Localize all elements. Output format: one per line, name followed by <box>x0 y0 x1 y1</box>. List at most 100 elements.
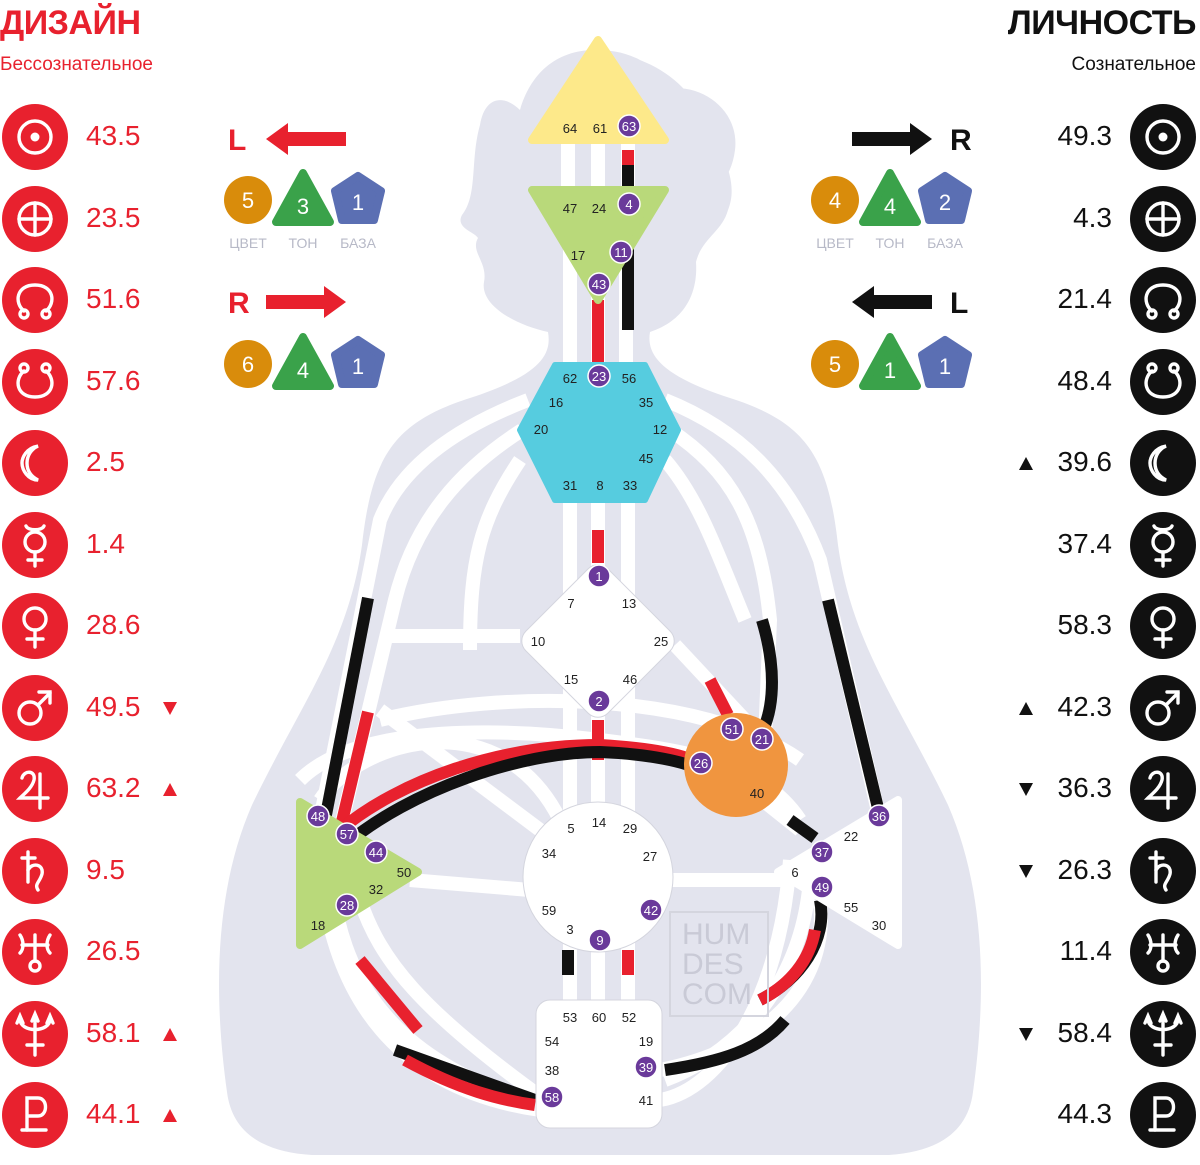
head-gate: 64 <box>563 121 577 136</box>
personality-value: 21.4 <box>1057 283 1113 314</box>
sun-icon <box>2 104 68 170</box>
design-subtitle: Бессознательное <box>0 54 153 75</box>
personality-value: 26.3 <box>1057 853 1113 885</box>
arrow-up-icon <box>1019 701 1033 715</box>
mars-icon <box>1130 674 1196 741</box>
personality-row-north-node: 21.4 <box>1000 267 1200 337</box>
design-top-arrow-icon <box>266 123 346 155</box>
arrow-down-icon <box>1019 1027 1033 1041</box>
ajna-gate: 11 <box>614 245 628 260</box>
design-top-base-value: 1 <box>352 190 364 215</box>
pluto-icon <box>1130 1082 1196 1148</box>
act-57-red <box>334 710 374 832</box>
saturn-icon <box>1130 837 1196 904</box>
g-gate: 10 <box>531 634 545 649</box>
design-row-moon: 2.5 <box>0 430 200 500</box>
active-gate-marker <box>587 364 611 388</box>
ch-50-27 <box>409 873 531 897</box>
design-bottom-arrow-label: R <box>228 287 250 320</box>
personality-top-tone-value: 4 <box>884 194 896 219</box>
design-top-color-shape <box>224 176 272 224</box>
act-40-37-black <box>786 815 819 843</box>
personality-value: 49.3 <box>1057 120 1113 151</box>
design-value: 23.5 <box>86 201 141 233</box>
personality-bottom-tone-value: 1 <box>884 358 896 383</box>
design-top-base-label: БАЗА <box>340 235 377 251</box>
sacral-gate: 59 <box>542 903 556 918</box>
sacral-gate: 34 <box>542 846 556 861</box>
arrow-up-icon <box>163 1109 177 1122</box>
personality-row-mars: 42.3 <box>1000 674 1200 745</box>
sacral-gate: 14 <box>592 815 606 830</box>
root-gate: 19 <box>639 1034 653 1049</box>
throat-gate: 12 <box>653 422 667 437</box>
personality-bottom-base-shape <box>918 336 972 388</box>
design-value: 28.6 <box>86 609 141 640</box>
personality-value: 58.3 <box>1057 609 1113 640</box>
spleen-gate: 44 <box>369 845 383 860</box>
design-bottom-color-value: 6 <box>242 352 254 377</box>
uranus-icon <box>1130 919 1196 985</box>
throat-gate: 33 <box>623 478 637 493</box>
sun-icon <box>1130 104 1196 170</box>
design-value: 51.6 <box>86 283 141 314</box>
personality-row-mercury: 37.4 <box>1000 511 1200 582</box>
design-value: 26.5 <box>86 935 141 966</box>
jupiter-icon <box>2 756 68 822</box>
personality-top-tone-label: ТОН <box>876 235 905 251</box>
spleen-gate: 57 <box>340 827 354 842</box>
ajna-gate: 24 <box>592 201 606 216</box>
act-36-black <box>822 598 884 810</box>
personality-row-neptune: 58.4 <box>1000 1000 1200 1071</box>
earth-icon <box>2 185 68 252</box>
saturn-icon <box>2 837 68 904</box>
personality-row-moon: 39.6 <box>1000 430 1200 500</box>
personality-bottom-tone-shape <box>859 333 921 390</box>
g-gate: 1 <box>595 569 602 584</box>
g-gate: 13 <box>622 596 636 611</box>
personality-title: ЛИЧНОСТЬ <box>1007 4 1197 42</box>
personality-top-arrow-icon <box>852 123 932 155</box>
active-gate-marker <box>587 564 611 588</box>
watermark-line-2: DES <box>682 948 744 981</box>
arrow-up-icon <box>163 1027 177 1041</box>
g-gate: 7 <box>567 596 574 611</box>
arrow-up-icon <box>1019 457 1033 470</box>
watermark-line-1: HUM <box>682 918 750 951</box>
active-gate-marker <box>588 928 612 952</box>
ch-20-34 <box>463 456 526 651</box>
solar-gate: 30 <box>872 918 886 933</box>
neptune-icon <box>1130 1000 1196 1067</box>
spleen-center <box>296 798 422 949</box>
arrow-down-icon <box>1019 864 1033 878</box>
root-gate: 41 <box>639 1093 653 1108</box>
spleen-gate: 28 <box>340 898 354 913</box>
personality-bottom-color-value: 5 <box>829 352 841 377</box>
act-39-black <box>664 1016 790 1076</box>
design-row-saturn: 9.5 <box>0 837 200 908</box>
design-row-north-node: 51.6 <box>0 267 200 337</box>
g-gate: 25 <box>654 634 668 649</box>
personality-row-south-node: 48.4 <box>1000 348 1200 419</box>
personality-row-pluto: 44.3 <box>1000 1082 1200 1152</box>
ch-20-57 <box>333 424 526 832</box>
solar-gate: 49 <box>815 880 829 895</box>
design-top-tone-value: 3 <box>297 194 309 219</box>
throat-gate: 8 <box>596 478 603 493</box>
ch-35-36 <box>662 393 887 822</box>
personality-value: 4.3 <box>1073 201 1112 233</box>
active-gate-marker <box>810 840 834 864</box>
spleen-gate: 18 <box>311 918 325 933</box>
ch-32-54 <box>353 897 550 1106</box>
venus-icon <box>1130 593 1196 659</box>
active-gate-marker <box>720 717 744 741</box>
design-row-mercury: 1.4 <box>0 511 200 582</box>
design-top-color-value: 5 <box>242 188 254 213</box>
sacral-gate: 5 <box>567 821 574 836</box>
personality-top-color-shape <box>811 176 859 224</box>
root-gate: 58 <box>545 1090 559 1105</box>
personality-top-color-label: ЦВЕТ <box>816 235 854 251</box>
throat-gate: 62 <box>563 371 577 386</box>
